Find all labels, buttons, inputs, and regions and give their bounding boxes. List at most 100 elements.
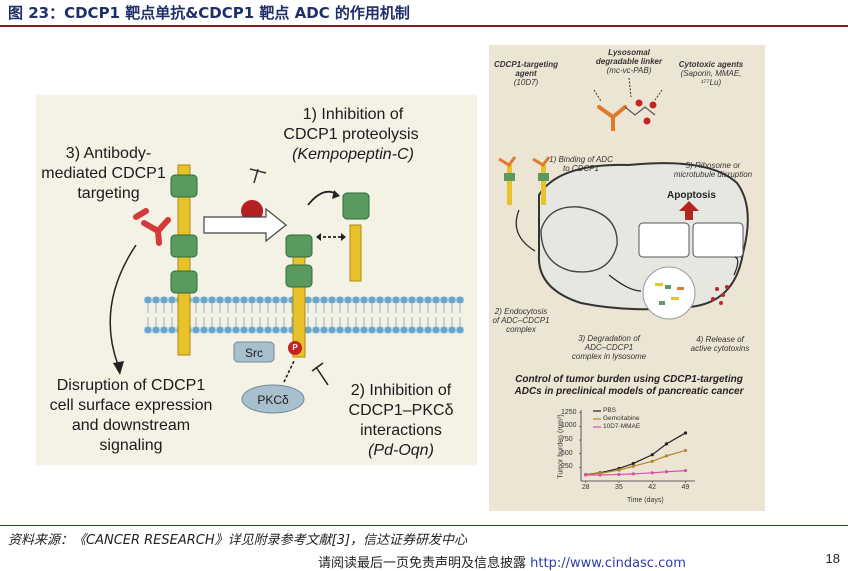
footer-text: 请阅读最后一页免责声明及信息披露 [318,556,527,571]
released-cytotoxins [711,285,729,305]
inhibition2-drug: (Pd-Oqn) [368,442,434,459]
x-tick-label: 28 [581,484,590,491]
adc-icon [593,77,663,131]
bottom-rule [0,525,848,526]
agent-line1: CDCP1-targeting [493,60,558,69]
data-point [598,473,602,477]
step1-line1: 1) Binding of ADC [549,155,613,164]
bound-adc [498,156,551,205]
src-kinase [233,341,275,363]
apoptosis-label: Apoptosis [667,190,716,201]
step2-line2: of ADC–CDCP1 [492,316,550,325]
endosome [540,206,618,273]
phospho-site [288,341,302,355]
legend-entry: PBS [603,407,617,414]
chart-title-line2: ADCs in preclinical models of pancreatic… [514,386,744,397]
linker-line1: Lysosomal [608,48,650,57]
disruption-line3: and downstream [71,417,191,434]
footer-url[interactable]: http://www.cindasc.com [530,556,686,571]
inhibition1-drug: (Kempopeptin-C) [292,146,414,163]
step3-line2: ADC–CDCP1 [584,343,634,352]
step2-line3: complex [506,325,536,334]
step4-line1: 4) Release of [696,335,744,344]
source-note: 资料来源：《CANCER RESEARCH》详见附录参考文献[3]，信达证券研发… [8,533,468,548]
lysosome [642,266,696,320]
data-point [683,448,688,453]
apoptosis-arrow [679,201,699,220]
downstream-arrow [109,244,137,366]
cytotoxic-line3: ¹⁷⁷Lu) [700,78,722,87]
data-point [617,472,621,477]
mechanism-illustration [109,164,464,414]
y-tick-label: 500 [561,449,573,457]
chart-title: Control of tumor burden using CDCP1-targ… [505,374,753,398]
page-number: 18 [825,551,840,566]
y-axis-label: Tumor burden (mm³) [557,414,565,479]
cytotoxic-line1: Cytotoxic agents [678,60,744,69]
inhibition2-line1: 2) Inhibition of [350,382,452,399]
linker-line3: (mc-vc-PAB) [606,66,652,75]
step5-line1: 5) Ribosome or [685,161,741,170]
pkc-label: PKCδ [257,393,289,407]
antibody-icon [133,208,171,246]
step5-line2: microtubule disruption [673,170,753,179]
data-point [683,469,688,473]
top-rule [0,25,848,27]
cdcp1-receptor-left [170,164,198,356]
y-tick-label: 250 [561,463,573,471]
agent-line2: agent [515,69,537,78]
cytotoxic-line2: (Saporin, MMAE, [680,69,742,78]
series-line [585,432,686,476]
inhibition1-line1: 1) Inhibition of [302,106,404,123]
antibody-line3: targeting [77,185,140,202]
cdcp1-receptor-cleaved [285,234,313,358]
ribosome-box [638,222,690,258]
data-point [650,471,654,475]
disruption-line2: cell surface expression [49,397,213,414]
step3-line3: complex in lysosome [571,352,647,361]
inhibition1-line2: CDCP1 proteolysis [283,126,419,143]
chart-title-line1: Control of tumor burden using CDCP1-targ… [515,374,743,385]
tumor-burden-chart [579,410,695,483]
data-point [631,472,635,476]
footer-disclaimer: 请阅读最后一页免责声明及信息披露 http://www.cindasc.com [318,552,686,571]
cdcp1-adc-mechanism-panel: CDCP1-targeting agent (10D7) Lysosomal d… [489,45,765,511]
x-tick-label: 42 [648,484,657,491]
disruption-line1: Disruption of CDCP1 [56,377,206,394]
adc-illustration [498,77,749,483]
data-point [631,464,635,468]
step2-line1: 2) Endocytosis [494,307,548,316]
data-point [664,442,669,446]
cleavage-arrow [203,207,287,243]
data-point [664,470,669,474]
step4-line2: active cytotoxins [690,344,750,353]
data-point [617,468,621,472]
antibody-line1: 3) Antibody- [65,145,152,162]
microtubule-box [692,222,744,258]
x-tick-label: 35 [615,484,623,491]
linker-line2: degradable linker [595,57,663,66]
antibody-line2: mediated CDCP1 [41,165,166,182]
step1-line2: to CDCP1 [562,164,599,173]
data-point [683,431,688,435]
phospho-label: P [292,343,298,352]
src-label: Src [245,346,263,360]
y-tick-label: 1250 [561,408,577,416]
disruption-line4: signaling [99,437,163,454]
step3-line1: 3) Degradation of [578,334,640,343]
cdcp1-antibody-mechanism-panel: 1) Inhibition of CDCP1 proteolysis (Kemp… [36,95,477,465]
y-tick-label: 1000 [561,422,577,430]
data-point [631,461,635,466]
inhibition2-line3: interactions [360,422,442,439]
data-point [650,453,654,457]
agent-line3: (10D7) [513,78,539,87]
data-point [664,454,669,458]
y-tick-label: 750 [561,436,573,444]
shed-fragment [307,190,370,282]
data-point [650,459,654,463]
x-axis-label: Time (days) [627,497,664,504]
legend-entry: 10D7-MMAE [603,423,641,430]
x-tick-label: 49 [681,484,690,491]
legend-entry: Gemcitabine [603,415,640,422]
inhibition2-line2: CDCP1–PKCδ [348,402,454,419]
